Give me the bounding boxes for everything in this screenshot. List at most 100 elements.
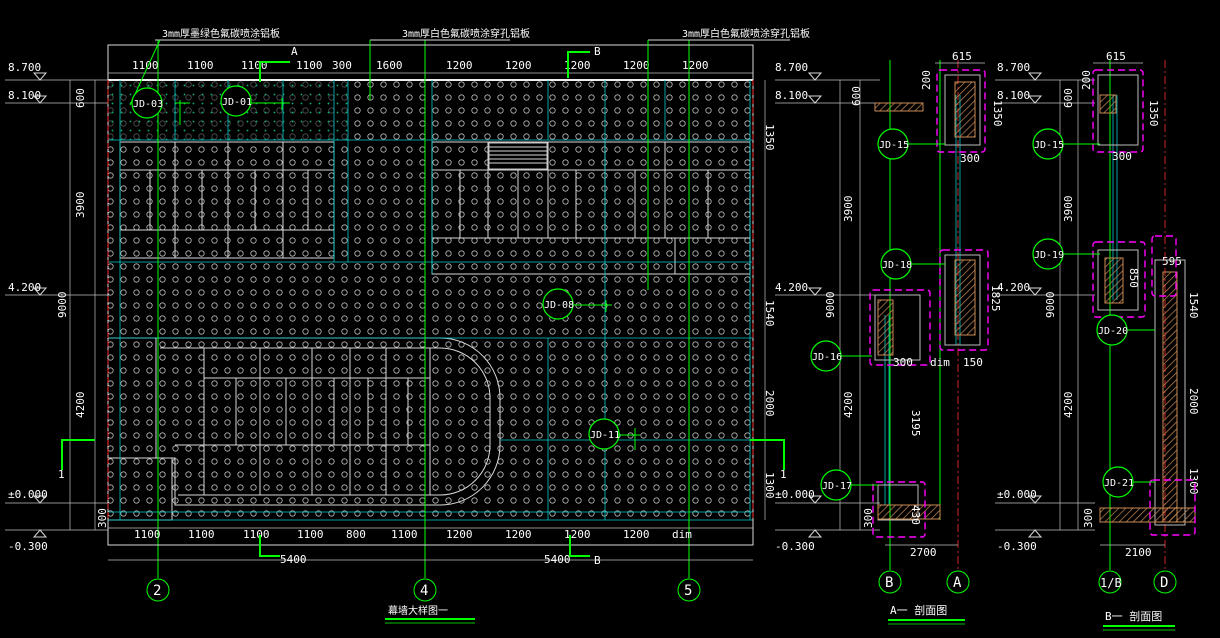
level-label: ±0.000 [8, 488, 48, 501]
top-dim: 1100 [132, 59, 159, 72]
dim: 300 [960, 152, 980, 165]
axis-label: B [885, 575, 893, 591]
top-dim: 1600 [376, 59, 403, 72]
level-label: -0.300 [8, 540, 48, 553]
left-dim: 3900 [842, 196, 855, 223]
right-dims: 1350 1540 2000 1300 [763, 80, 776, 520]
dim: 200 [1080, 70, 1093, 90]
right-dim: 2000 [763, 390, 776, 417]
drawing-title: 幕墙大样图一 [388, 604, 448, 617]
dim: 1350 [991, 100, 1004, 127]
bottom-dim: 1100 [243, 528, 270, 541]
level-label: 8.100 [775, 89, 808, 102]
detail-bubble [1151, 235, 1177, 297]
louver [488, 142, 548, 170]
axis-label: 5 [684, 583, 692, 599]
level-label: 8.700 [775, 61, 808, 74]
axis-bubble [878, 570, 902, 594]
detail-bubble [936, 69, 986, 153]
dim: dim [930, 356, 950, 369]
detail-tag [588, 418, 620, 450]
dim: 2000 [1187, 388, 1200, 415]
material-note: 3mm厚白色氟碳喷涂穿孔铝板 [682, 27, 810, 40]
dim: 1540 [1187, 292, 1200, 319]
top-dim: 1200 [505, 59, 532, 72]
section-mark-a: A [291, 45, 298, 58]
axis-label: 2 [153, 583, 161, 599]
level-label: 8.100 [8, 89, 41, 102]
left-dim: 600 [74, 88, 87, 108]
left-dim: 600 [1062, 88, 1075, 108]
section-title: A一 剖面图 [890, 603, 947, 617]
tag-label: JD-17 [822, 481, 852, 492]
dim: 2100 [1125, 546, 1152, 559]
top-dim: 615 [952, 50, 972, 63]
material-notes: 3mm厚墨绿色氟碳喷涂铝板 3mm厚白色氟碳喷涂穿孔铝板 3mm厚白色氟碳喷涂穿… [129, 27, 810, 290]
dim: 430 [909, 505, 922, 525]
tag-label: JD-20 [1098, 326, 1128, 337]
top-dim: 1200 [682, 59, 709, 72]
left-dim: 3900 [74, 192, 87, 219]
left-dim: 9000 [56, 292, 69, 319]
dim: 200 [920, 70, 933, 90]
material-note: 3mm厚墨绿色氟碳喷涂铝板 [162, 27, 280, 40]
level-label: ±0.000 [997, 488, 1037, 501]
level-label: -0.300 [997, 540, 1037, 553]
dim: 850 [1127, 268, 1140, 288]
axis-bubble [1153, 570, 1177, 594]
keel-grid [108, 79, 753, 521]
tag-label: JD-15 [879, 140, 909, 151]
bottom-dim: 1100 [188, 528, 215, 541]
top-dim: 1200 [564, 59, 591, 72]
bottom-dim: 1100 [134, 528, 161, 541]
right-dim: 1540 [763, 300, 776, 327]
detail-tags: JD-03 JD-01 JD-08 JD-11 [131, 85, 640, 450]
section-marks: A B B 1 1 [58, 45, 787, 567]
level-label: 8.100 [997, 89, 1030, 102]
top-dim: 615 [1106, 50, 1126, 63]
detail-bubble [869, 289, 931, 366]
section-a: 8.700 8.100 4.200 ±0.000 -0.300 600 3900… [775, 50, 1004, 625]
tag-label: JD-18 [882, 260, 912, 271]
section-title: B一 剖面图 [1105, 609, 1162, 623]
axis-label: A [953, 575, 962, 591]
axis-bubble [146, 578, 170, 602]
dim: 595 [1162, 255, 1182, 268]
left-dim: 4200 [1062, 392, 1075, 419]
bottom-dim: 800 [346, 528, 366, 541]
section-mark-b: B [594, 554, 601, 567]
dim: 1350 [1147, 100, 1160, 127]
bottom-dim: 1200 [623, 528, 650, 541]
level-label: 4.200 [775, 281, 808, 294]
top-dim: 300 [332, 59, 352, 72]
left-dim: 300 [96, 508, 109, 528]
total-dim: 5400 [280, 553, 307, 566]
top-dim: 1200 [446, 59, 473, 72]
tag-label: JD-21 [1104, 478, 1134, 489]
tag-label: JD-15 [1034, 140, 1064, 151]
axis-bubble [677, 578, 701, 602]
material-note: 3mm厚白色氟碳喷涂穿孔铝板 [402, 27, 530, 40]
left-levels: 8.700 8.100 4.200 ±0.000 -0.300 600 3900… [5, 61, 109, 553]
dim: 300 [893, 356, 913, 369]
left-dim: 9000 [824, 292, 837, 319]
dim: 300 [1112, 150, 1132, 163]
tag-label: JD-03 [133, 99, 163, 110]
section-b: 8.700 8.100 4.200 ±0.000 -0.300 600 3900… [995, 50, 1200, 631]
bottom-dimension-line: 1100 1100 1100 1100 800 1100 1200 1200 1… [108, 527, 753, 566]
top-dim: 1100 [241, 59, 268, 72]
left-dim: 3900 [1062, 196, 1075, 223]
tag-label: JD-19 [1034, 250, 1064, 261]
bottom-dim: dim [672, 528, 692, 541]
level-label: 4.200 [997, 281, 1030, 294]
level-label: 8.700 [8, 61, 41, 74]
left-dim: 9000 [1044, 292, 1057, 319]
main-elevation: 1100 1100 1100 1100 300 1600 1200 1200 1… [5, 27, 810, 624]
level-label: -0.300 [775, 540, 815, 553]
bottom-dim: 1100 [297, 528, 324, 541]
tag-label: JD-01 [222, 97, 252, 108]
bottom-dim: 1200 [446, 528, 473, 541]
dim: 3195 [909, 410, 922, 437]
detail-bubble [939, 249, 989, 351]
